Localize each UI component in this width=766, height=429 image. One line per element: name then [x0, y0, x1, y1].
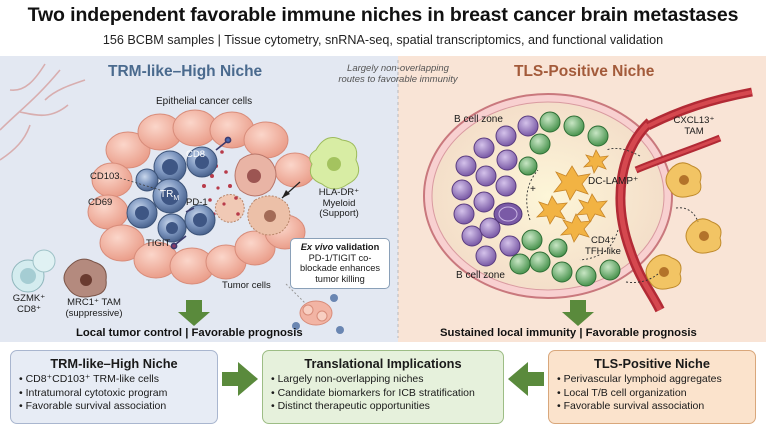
bottom-left-list: CD8⁺CD103⁺ TRM-like cells Intratumoral c… — [19, 373, 209, 414]
label-b-cell-zone-bottom: B cell zone — [456, 270, 505, 281]
page-title: Two independent favorable immune niches … — [27, 4, 739, 26]
list-item: Distinct therapeutic opportunities — [271, 400, 495, 414]
label-epithelial-cells: Epithelial cancer cells — [156, 96, 253, 107]
b-cell-cluster — [451, 115, 539, 267]
left-outcome-text: Local tumor control | Favorable prognosi… — [76, 327, 303, 339]
bottom-center-box: Translational Implications Largely non-o… — [262, 350, 504, 424]
label-plus: + — [530, 184, 536, 195]
dc-lamp-cells — [535, 149, 610, 243]
label-cxcl13-line2: TAM — [684, 125, 704, 137]
label-cd4-line2: TFH-like — [585, 245, 621, 257]
list-item: Local T/B cell organization — [557, 387, 747, 401]
epithelial-cells — [87, 109, 316, 285]
label-hla-myeloid: HLA-DR⁺ Myeloid (Support) — [310, 187, 368, 220]
label-gzmk-line2: CD8⁺ — [16, 303, 42, 315]
right-outcome-arrow — [562, 300, 594, 326]
list-item: Largely non-overlapping niches — [271, 373, 495, 387]
trm-t-cells — [126, 146, 218, 243]
label-hla-line2: Myeloid — [322, 197, 356, 209]
ex-vivo-heading-rest: validation — [333, 242, 380, 252]
page-subtitle: 156 BCBM samples | Tissue cytometry, snR… — [102, 33, 664, 47]
bottom-right-list: Perivascular lymphoid aggregates Local T… — [557, 373, 747, 414]
label-cxcl13-line1: CXCL13⁺ — [673, 115, 715, 126]
mrc1-tam-cell — [63, 258, 107, 298]
bottom-left-box: TRM-like–High Niche CD8⁺CD103⁺ TRM-like … — [10, 350, 218, 424]
label-trm-sub: M — [173, 195, 180, 202]
tls-interaction-arrows — [526, 169, 619, 261]
label-pd1: PD-1 — [186, 197, 208, 208]
tumor-cells-damaged — [214, 153, 291, 236]
label-mrc1-tam: MRC1⁺ TAM (suppressive) — [56, 297, 132, 319]
left-outcome-arrow — [178, 300, 210, 326]
right-outcome-text: Sustained local immunity | Favorable pro… — [440, 327, 697, 339]
bottom-right-box: TLS-Positive Niche Perivascular lymphoid… — [548, 350, 756, 424]
label-cd8: CD8 — [186, 149, 206, 160]
list-item: Perivascular lymphoid aggregates — [557, 373, 747, 387]
label-trm: TRM — [160, 189, 179, 203]
ex-vivo-validation-box: Ex vivo validation PD-1/TIGIT co- blocka… — [290, 238, 390, 289]
bottom-arrow-left — [222, 362, 258, 396]
label-cd103: CD103 — [90, 171, 120, 182]
label-b-cell-zone-top: B cell zone — [454, 114, 503, 125]
bottom-right-title: TLS-Positive Niche — [594, 356, 710, 371]
left-niche-title: TRM-like–High Niche — [108, 63, 263, 80]
list-item: Candidate biomarkers for ICB stratificat… — [271, 387, 495, 401]
ex-vivo-organoid — [285, 283, 344, 334]
label-cd4-line1: CD4⁺ — [590, 235, 616, 246]
label-dc-lamp: DC-LAMP⁺ — [588, 176, 639, 187]
ex-vivo-heading: Ex vivo validation — [295, 242, 385, 253]
hla-myeloid-cell — [309, 137, 360, 190]
brain-vessels — [0, 63, 86, 161]
label-cxcl13-tam: CXCL13⁺ TAM — [668, 115, 720, 137]
tfh-t-cells — [509, 111, 621, 287]
list-item: CD8⁺CD103⁺ TRM-like cells — [19, 373, 209, 387]
center-note-line1: Largely non-overlapping — [347, 63, 449, 74]
ex-vivo-italic: Ex vivo — [300, 242, 334, 252]
ex-vivo-line1: PD-1/TIGIT co- — [308, 252, 372, 263]
center-note-line2: routes to favorable immunity — [338, 73, 458, 85]
label-tumor-cells: Tumor cells — [222, 280, 271, 291]
label-gzmk-line1: GZMK⁺ — [12, 293, 46, 304]
label-trm-main: TR — [160, 189, 174, 200]
label-cd4-tfh: CD4⁺ TFH-like — [576, 235, 630, 257]
checkpoint-receptors — [170, 136, 232, 250]
ex-vivo-line2: blockade enhances — [299, 263, 381, 274]
cxcl13-tam-cells — [645, 162, 722, 290]
label-hla-line1: HLA-DR⁺ — [318, 187, 360, 198]
blood-vessel — [615, 87, 753, 313]
left-panel-bg — [0, 56, 398, 342]
label-cd69: CD69 — [88, 197, 113, 208]
list-item: Favorable survival association — [19, 400, 209, 414]
list-item: Favorable survival association — [557, 400, 747, 414]
list-item: Intratumoral cytotoxic program — [19, 387, 209, 401]
label-mrc1-line2: (suppressive) — [65, 307, 123, 319]
right-niche-title: TLS-Positive Niche — [514, 63, 655, 80]
bottom-center-list: Largely non-overlapping niches Candidate… — [271, 373, 495, 414]
center-note: Largely non-overlapping routes to favora… — [314, 63, 482, 85]
label-gzmk-cd8: GZMK⁺ CD8⁺ — [6, 293, 52, 315]
label-mrc1-line1: MRC1⁺ TAM — [67, 297, 121, 308]
label-hla-line3: (Support) — [319, 208, 359, 220]
label-tigit: TIGIT — [146, 238, 171, 249]
ex-vivo-line3: tumor killing — [315, 274, 365, 285]
gzmk-cd8-cell — [11, 249, 56, 293]
bottom-left-title: TRM-like–High Niche — [50, 356, 178, 371]
bottom-center-title: Translational Implications — [304, 356, 462, 371]
bottom-arrow-right — [508, 362, 544, 396]
